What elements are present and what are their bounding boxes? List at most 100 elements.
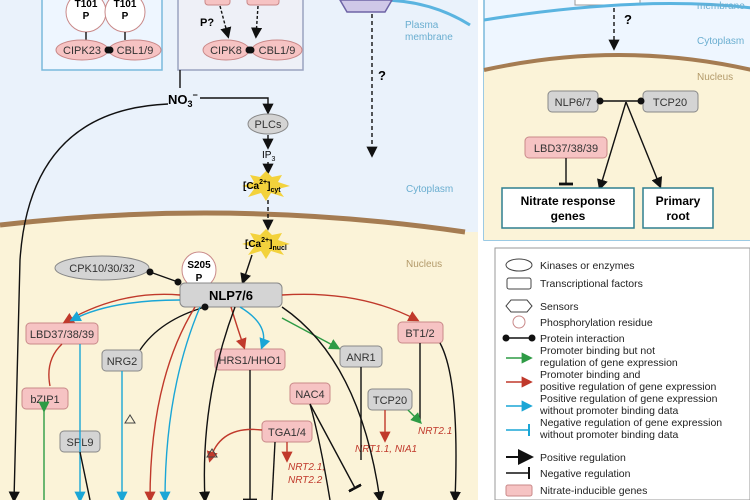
nlp-to-bt12-arrow [281,293,420,322]
cipk8-top-a [204,0,231,6]
inset-membrane [483,2,750,22]
legend-negative-text: Negative regulation [540,468,631,480]
bt12-label: BT1/2 [405,328,434,340]
nrt21-label: NRT2.1 [418,426,452,437]
cpk-nlp-interaction [146,268,182,286]
cytoplasm-label: Cytoplasm [406,184,453,195]
plcs-node [247,113,289,135]
legend-green-text-b: regulation of gene expression [540,357,678,369]
cbl19-label-a: CBL1/9 [117,45,154,57]
legend-sensor-icon [505,299,533,313]
nrt21-nrt22-label-a: NRT2.1, [288,462,325,473]
legend-sensor-text: Sensors [540,301,579,313]
nlp-down-red [144,306,196,500]
no3-long-left-arrow [8,103,169,500]
inset-nucleus-label: Nucleus [697,72,733,83]
legend-green-text-a: Promoter binding but not [540,345,655,357]
tga-left-red [206,428,263,463]
ca-cyt-star [242,171,290,201]
nac4-label: NAC4 [295,389,324,401]
tcp20-node [367,388,413,411]
nitrate-response-box [501,187,635,229]
legend-nitrate-text: Nitrate-inducible genes [540,485,647,497]
cipk8-label: CIPK8 [210,45,242,57]
nitrate-response-label-b: genes [551,209,586,223]
t101-label-b: T101 [114,0,137,10]
legend-blue-text-a: Positive regulation of gene expression [540,393,718,405]
cipk8-dashed-b [250,5,263,39]
lbd-label: LBD37/38/39 [30,329,94,341]
nrg2-label: NRG2 [107,356,138,368]
tga-down-black [271,441,276,500]
legend-tf-text: Transcriptional factors [540,278,643,290]
nlp-to-hrs-blue [239,306,271,350]
hrs-label: HRS1/HHO1 [219,355,282,367]
cipk8-top-b [246,0,280,6]
tga-label: TGA1/4 [268,427,306,439]
p-question-label: P? [200,17,214,29]
cbl19-label-b: CBL1/9 [259,45,296,57]
nac4-negative [309,403,362,493]
tga-triangle [206,448,218,458]
primary-root-label-a: Primary [656,194,701,208]
nlp-to-lbd-blue [69,299,181,322]
legend-blue-neg-text-a: Negative regulation of gene expression [540,417,722,429]
inset-membrane-label: membrane [697,1,745,12]
sensor-question: ? [378,68,386,83]
legend-blue-neg-text-b: without promoter binding data [539,429,678,441]
bzip1-label: bZIP1 [30,394,59,406]
nlp-right-black [281,306,385,500]
ca-cyt-label: [Ca2+]cyt [243,179,281,194]
cipk23-label: CIPK23 [63,45,101,57]
t101-label-a: T101 [75,0,98,10]
legend-kinase-text: Kinases or enzymes [540,260,635,272]
s205-label: S205 [187,260,211,271]
primary-root-box [642,187,714,229]
legend-interaction-text: Protein interaction [540,333,625,345]
sensor-hexagon [339,0,393,13]
p-label-a: P [83,11,90,22]
legend-phospho-text: Phosphorylation residue [540,317,653,329]
bt12-out [439,342,461,500]
nrg2-triangle [124,414,136,424]
ip3-label: IP3 [262,150,275,163]
cpk-node [54,255,150,281]
ca-nuc-star [242,229,290,259]
inset-nuclear-envelope [483,53,750,72]
cipk8-dashed-a [219,5,232,39]
ca-nuc-label: [Ca2+]nucl [245,237,287,252]
tcp20-label: TCP20 [373,395,407,407]
legend-box [494,247,750,500]
inset-to-nitrate-genes [597,101,627,191]
legend-nitrate-icon [505,484,533,497]
inset-lbd-label: LBD37/38/39 [534,143,598,155]
inset-question: ? [624,12,632,27]
nucleus-label: Nucleus [406,259,442,270]
no3-label: NO3− [168,90,198,109]
nlp-to-anr1-green [281,317,341,350]
s205-p-label: P [196,273,203,284]
nrt11-nia1-label: NRT1.1, NIA1 [355,444,417,455]
nlp-nrg2-interaction [139,303,209,351]
anr1-label: ANR1 [346,352,375,364]
nrt21-nrt22-label-b: NRT2.2 [288,475,323,486]
nuclear-envelope [0,210,466,235]
inset-to-primary-root [625,101,663,189]
cpk-label: CPK10/30/32 [69,263,134,275]
tcp20-green [407,409,422,424]
legend-phospho-icon [512,315,526,329]
spl9-down [79,451,91,500]
lbd-to-bzip [48,343,63,387]
inset-nlp67-label: NLP6/7 [555,97,592,109]
legend-blue-text-b: without promoter binding data [539,405,678,417]
inset-cytoplasm-label: Cytoplasm [697,36,744,47]
legend-kinase-icon [505,258,533,272]
plcs-label: PLCs [255,119,282,131]
nlp-down-blue [159,306,201,500]
nlp-to-hrs-arrow [230,306,247,350]
nitrate-response-label-a: Nitrate response [521,194,616,208]
nac4-down [309,403,331,500]
